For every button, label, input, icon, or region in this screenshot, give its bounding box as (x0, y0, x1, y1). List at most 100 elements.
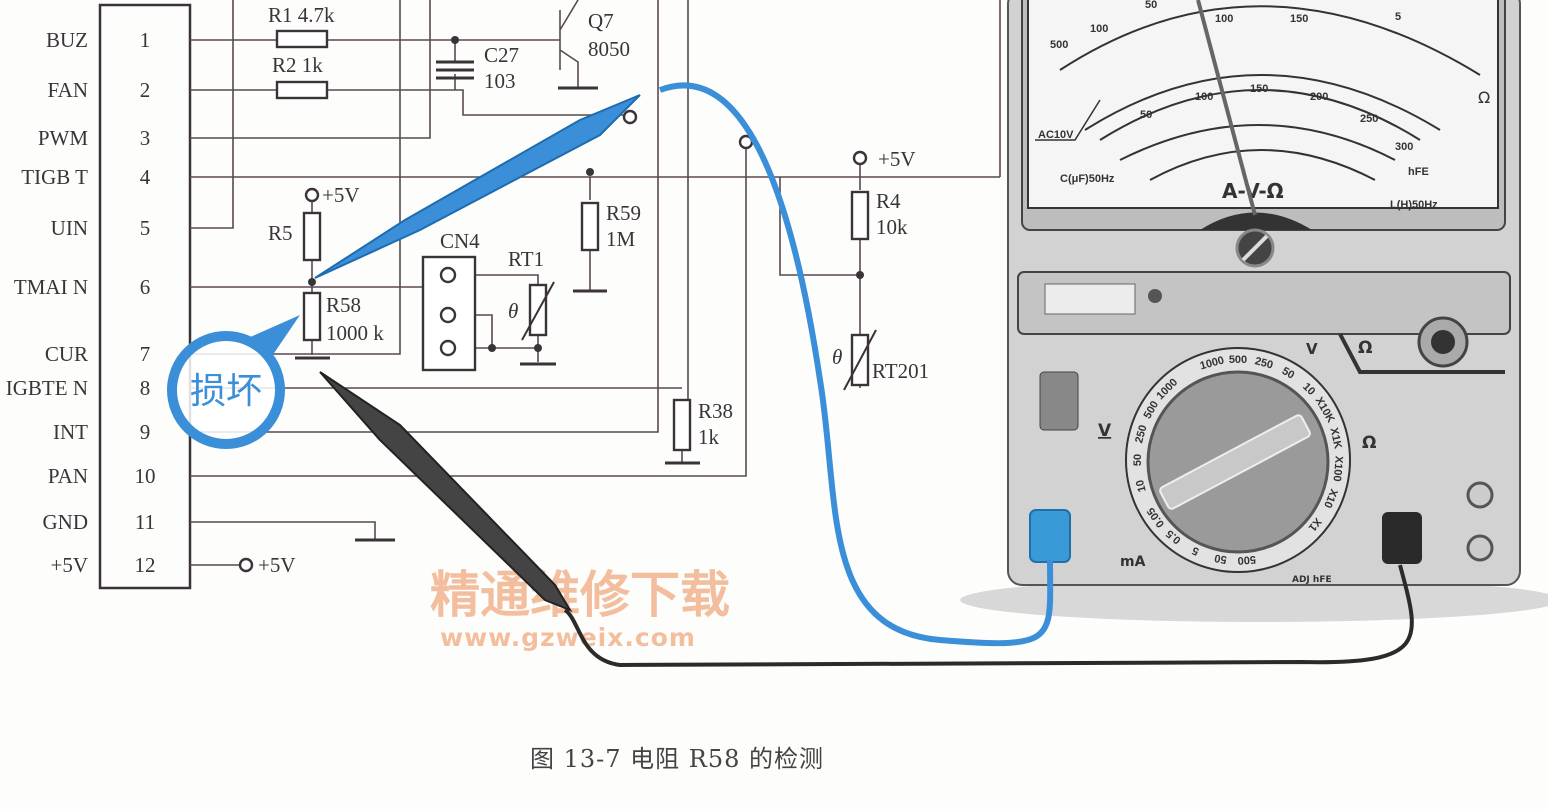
scale-number-mid: 200 (1310, 91, 1328, 103)
r5-label: R5 (268, 221, 293, 245)
rt1-label: RT1 (508, 247, 544, 271)
dial-range-v_dc_ranges[interactable]: 250 (1133, 424, 1149, 445)
ic-body (98, 3, 192, 590)
black-probe-cable (563, 564, 1414, 668)
r58-value: 1000 k (326, 321, 384, 345)
vcc-r5-label: +5V (322, 183, 360, 207)
connector-cn4 (421, 255, 477, 372)
r2-label: R2 1k (272, 53, 323, 77)
scale-number-top: 150 (1290, 13, 1308, 25)
scale-number-top: 5 (1395, 11, 1401, 23)
pin-name: PAN (48, 464, 88, 488)
watermark-url: www.gzweix.com (440, 623, 696, 652)
damage-callout (167, 331, 285, 449)
pin-number: 8 (140, 376, 151, 400)
pin-number: 3 (140, 126, 151, 150)
pin-name: FAN (48, 78, 88, 102)
junction-dots (308, 36, 864, 352)
dial-ma-label: mA (1120, 554, 1146, 570)
hfe-scale-label: hFE (1408, 166, 1429, 178)
resistor-r58 (302, 291, 322, 342)
resistor-r1 (275, 29, 329, 49)
jack-common-plug[interactable] (1382, 512, 1422, 564)
pin-number: 11 (135, 510, 155, 534)
pin-number: 10 (135, 464, 156, 488)
pin-name: TIGB T (21, 165, 88, 189)
rt201-label: RT201 (872, 359, 929, 383)
dial-range-v_dc_ranges[interactable]: 50 (1132, 454, 1144, 466)
dial-range-ma_ranges[interactable]: 50 (1214, 552, 1228, 566)
rt1-theta: θ (508, 299, 518, 323)
pin-name: BUZ (46, 28, 88, 52)
terminals (238, 109, 868, 573)
ohm-adjust-label: Ω (1358, 338, 1372, 358)
meter-needle (1196, 0, 1257, 216)
dial-range-v_ranges[interactable]: 50 (1280, 365, 1297, 382)
scale-number-mid: 150 (1250, 83, 1268, 95)
resistor-r59 (580, 201, 600, 252)
pin-name: TMAI N (14, 275, 88, 299)
pin-number: 5 (140, 216, 151, 240)
scale-number-top: 500 (1050, 39, 1068, 51)
pin-name: GND (43, 510, 89, 534)
cap-scale-label: C(μF)50Hz (1060, 173, 1115, 185)
hfe-socket[interactable] (1039, 371, 1079, 431)
dial-v-ac-label: V (1306, 340, 1318, 358)
resistor-r38 (672, 398, 692, 452)
pin-number: 2 (140, 78, 151, 102)
pin-name: PWM (38, 126, 89, 150)
dial-range-ohm_ranges[interactable]: X100 (1331, 455, 1345, 482)
scale-number-top: 100 (1090, 23, 1108, 35)
dial-range-ma_ranges[interactable]: 500 (1237, 553, 1256, 567)
negative-test-probe[interactable] (319, 371, 573, 613)
dial-range-ohm_ranges[interactable]: X1K (1327, 427, 1343, 451)
figure-caption: 图 13-7 电阻 R58 的检测 (530, 745, 824, 773)
resistor-r5 (302, 211, 322, 262)
multimeter: AC10V C(μF)50Hz L(H)50Hz hFE Ω 500 100 50 1… (960, 0, 1548, 622)
r1-label: R1 4.7k (268, 3, 335, 27)
positive-test-probe[interactable] (314, 94, 641, 279)
vcc-r4-label: +5V (878, 147, 916, 171)
avo-label: A-V-Ω (1222, 179, 1284, 203)
scale-number-mid: 50 (1140, 109, 1152, 121)
pin-name: IGBTE N (6, 376, 88, 400)
r59-name: R59 (606, 201, 641, 225)
pin-name: CUR (45, 342, 88, 366)
scale-number-top: 100 (1215, 13, 1233, 25)
scale-number-top: 50 (1145, 0, 1157, 11)
scale-number-mid: 300 (1395, 141, 1413, 153)
q7-name: Q7 (588, 9, 614, 33)
r38-name: R38 (698, 399, 733, 423)
pin-number: 9 (140, 420, 151, 444)
jack-aux-1[interactable] (1466, 481, 1494, 509)
damage-callout-text: 损坏 (190, 371, 262, 412)
capacitor-c27 (436, 60, 474, 80)
dial-range-ma_ranges[interactable]: 5 (1190, 544, 1201, 557)
r38-value: 1k (698, 425, 720, 449)
vcc-pin12-label: +5V (258, 553, 296, 577)
red-probe-cable (658, 82, 1054, 647)
resistor-r2 (275, 80, 329, 100)
r4-value: 10k (876, 215, 908, 239)
dial-range-v_ranges[interactable]: 250 (1253, 355, 1274, 371)
ohm-scale-symbol: Ω (1478, 88, 1490, 107)
dial-range-v_ranges[interactable]: 500 (1229, 354, 1247, 366)
ind-scale-label: L(H)50Hz (1390, 199, 1438, 211)
dial-ohm-label: Ω (1362, 433, 1376, 453)
dial-range-v_dc_ranges[interactable]: 10 (1134, 478, 1149, 493)
jack-positive-plug[interactable] (1029, 509, 1071, 563)
pin-number: 4 (140, 165, 151, 189)
jack-aux-2[interactable] (1466, 534, 1494, 562)
ac10v-label: AC10V (1038, 129, 1074, 141)
dial-adj-hfe-label: ADJ hFE (1292, 575, 1332, 585)
cn4-label: CN4 (440, 229, 480, 253)
dial-v-dc-label: V (1098, 421, 1112, 441)
pin-number: 1 (140, 28, 151, 52)
pin-number: 6 (140, 275, 151, 299)
resistor-r4 (850, 190, 870, 241)
rt201-theta: θ (832, 345, 842, 369)
meter-scale-window (1027, 0, 1499, 209)
